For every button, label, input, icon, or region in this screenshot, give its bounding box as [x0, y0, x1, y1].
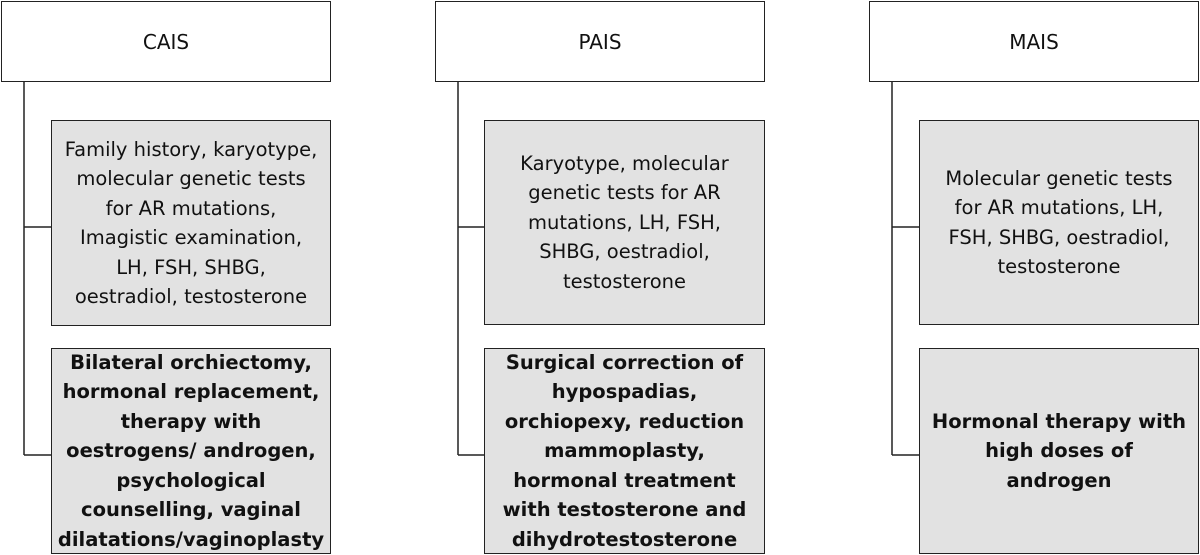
cais-header-box: CAIS	[1, 1, 331, 82]
pais-header-box: PAIS	[435, 1, 765, 82]
mais-treatment-box: Hormonal therapy with high doses of andr…	[919, 348, 1199, 554]
mais-diagnostics-box: Molecular genetic tests for AR mutations…	[919, 120, 1199, 325]
cais-treatment-text: Bilateral orchiectomy, hormonal replacem…	[57, 350, 325, 551]
cais-connector	[23, 82, 51, 456]
pais-diagnostics-text: Karyotype, molecular genetic tests for A…	[520, 151, 729, 293]
cais-diagnostics-box: Family history, karyotype, molecular gen…	[51, 120, 331, 326]
cais-title: CAIS	[142, 29, 190, 54]
pais-treatment-text: Surgical correction of hypospadias, orch…	[502, 350, 747, 551]
mais-connector	[891, 82, 919, 456]
pais-connector	[457, 82, 484, 456]
pais-diagnostics-box: Karyotype, molecular genetic tests for A…	[484, 120, 765, 325]
cais-treatment-box: Bilateral orchiectomy, hormonal replacem…	[51, 348, 331, 554]
mais-header-box: MAIS	[869, 1, 1199, 82]
mais-treatment-text: Hormonal therapy with high doses of andr…	[931, 409, 1187, 492]
pais-treatment-box: Surgical correction of hypospadias, orch…	[484, 348, 765, 554]
cais-diagnostics-text: Family history, karyotype, molecular gen…	[64, 137, 318, 309]
mais-diagnostics-text: Molecular genetic tests for AR mutations…	[945, 166, 1173, 279]
pais-title: PAIS	[578, 29, 622, 54]
mais-title: MAIS	[1009, 29, 1059, 54]
